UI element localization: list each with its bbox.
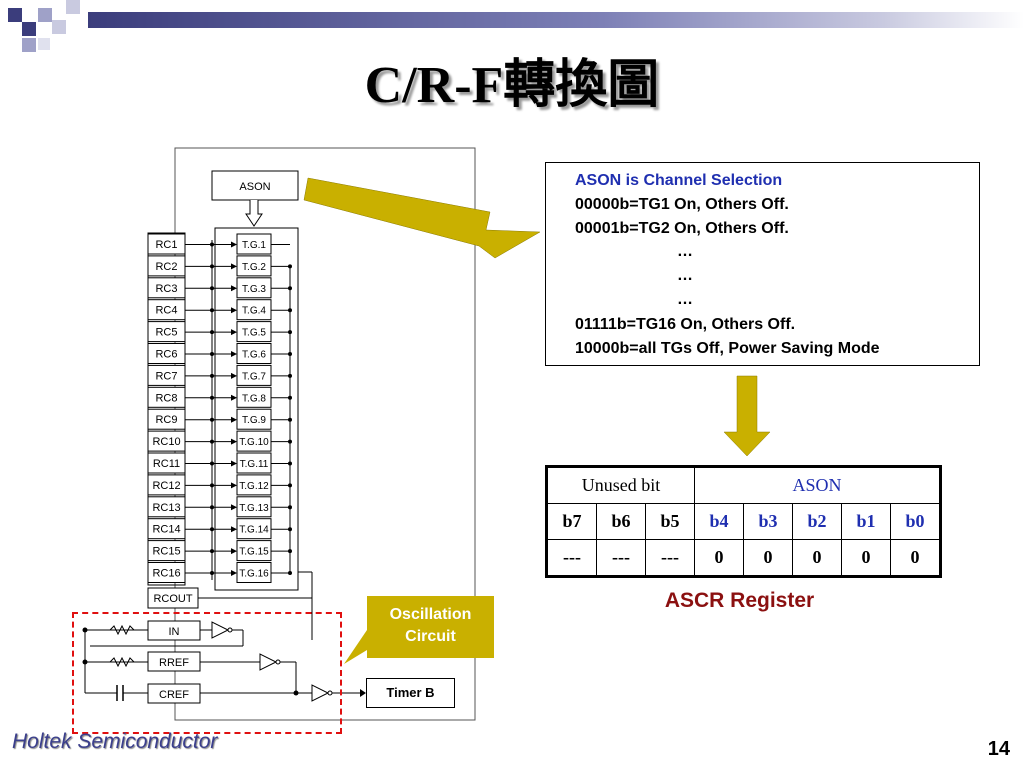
ason-info-box: ASON is Channel Selection 00000b=TG1 On,… — [545, 162, 980, 366]
ason-info-heading: ASON is Channel Selection — [575, 172, 783, 189]
bit-value-b3: 0 — [743, 539, 793, 577]
in-label: IN — [169, 626, 180, 638]
rref-label: RREF — [159, 657, 189, 669]
tg-label: T.G.16 — [239, 569, 269, 580]
ason-info-line2: 00001b=TG2 On, Others Off. — [575, 220, 789, 237]
rc-label: RC6 — [155, 349, 177, 361]
footer-company: Holtek Semiconductor — [12, 730, 218, 753]
tg-group-frame — [214, 227, 299, 591]
bit-value-b5: --- — [645, 539, 695, 577]
tg-label: T.G.7 — [242, 371, 266, 382]
rc-label: RC16 — [152, 568, 180, 580]
tg-label: T.G.12 — [239, 481, 269, 492]
oscillation-line1: Oscillation — [389, 606, 472, 623]
tg-label: T.G.10 — [239, 437, 269, 448]
rc-label: RC15 — [152, 546, 180, 558]
rc-label: RC5 — [155, 327, 177, 339]
ason-down-arrow — [245, 200, 263, 227]
bit-value-b4: 0 — [694, 539, 744, 577]
inverter-3 — [311, 684, 330, 702]
slide-title: C/R-F轉換圖 — [364, 57, 660, 114]
rc-label: RC3 — [155, 283, 177, 295]
bit-label-b2: b2 — [792, 503, 842, 540]
ason-info-line1: 00000b=TG1 On, Others Off. — [575, 196, 789, 213]
oscillation-line2: Circuit — [405, 628, 456, 645]
bit-label-b7: b7 — [546, 503, 597, 540]
tg-label: T.G.2 — [242, 262, 266, 273]
rc-label: RC7 — [155, 370, 177, 382]
tg-label: T.G.11 — [240, 459, 269, 470]
bit-value-b7: --- — [546, 539, 597, 577]
tg-label: T.G.6 — [242, 350, 266, 361]
bit-value-b0: 0 — [890, 539, 941, 577]
rc-label: RC14 — [152, 524, 180, 536]
corner-decoration — [8, 0, 80, 52]
rc-label: RC13 — [152, 502, 180, 514]
rc-label: RC2 — [155, 261, 177, 273]
inverter-2 — [259, 653, 278, 671]
down-arrow-to-table — [723, 375, 771, 457]
ason-info-line3: 01111b=TG16 On, Others Off. — [575, 316, 796, 333]
ason-block-label: ASON — [239, 181, 270, 193]
page-number: 14 — [987, 738, 1010, 760]
rc-label: RC9 — [155, 414, 177, 426]
tg-label: T.G.5 — [242, 328, 266, 339]
tg-label: T.G.8 — [242, 393, 266, 404]
bit-label-b0: b0 — [890, 503, 941, 540]
ason-info-dots-2: … — [677, 267, 693, 284]
oscillation-pointer-arrow — [344, 630, 367, 664]
inverter-1 — [211, 621, 230, 639]
bit-label-b4: b4 — [694, 503, 744, 540]
rc-label: RC12 — [152, 480, 180, 492]
tg-label: T.G.9 — [242, 415, 266, 426]
bit-value-b2: 0 — [792, 539, 842, 577]
tg-label: T.G.4 — [242, 306, 266, 317]
rc-label: RC11 — [153, 458, 180, 470]
rc-label: RC1 — [155, 239, 177, 251]
ascr-register-caption: ASCR Register — [664, 589, 815, 612]
tg-label: T.G.13 — [239, 503, 269, 514]
rc-label: RC8 — [155, 392, 177, 404]
unused-bit-header: Unused bit — [546, 466, 695, 504]
rcout-label: RCOUT — [153, 593, 192, 605]
rc-label: RC4 — [155, 305, 177, 317]
tg-label: T.G.14 — [239, 525, 269, 536]
header-gradient-bar — [88, 12, 1024, 28]
bit-value-b1: 0 — [841, 539, 891, 577]
oscillation-circuit-label: Oscillation Circuit — [367, 596, 494, 658]
ason-info-line4: 10000b=all TGs Off, Power Saving Mode — [575, 340, 880, 357]
rc-label: RC10 — [152, 436, 180, 448]
oscillation-circuit-highlight — [72, 612, 342, 734]
tg-label: T.G.3 — [242, 284, 266, 295]
table-row: Unused bit ASON — [546, 466, 941, 504]
ason-header: ASON — [694, 466, 941, 504]
bit-label-b5: b5 — [645, 503, 695, 540]
bit-label-b1: b1 — [841, 503, 891, 540]
bit-label-b6: b6 — [596, 503, 646, 540]
ason-callout-arrow — [303, 177, 541, 259]
bit-label-b3: b3 — [743, 503, 793, 540]
timer-b-block: Timer B — [366, 678, 455, 708]
ason-info-dots-3: … — [677, 291, 693, 308]
bit-value-b6: --- — [596, 539, 646, 577]
cref-label: CREF — [159, 689, 189, 701]
tg-label: T.G.15 — [239, 547, 269, 558]
tg-label: T.G.1 — [242, 240, 266, 251]
ason-info-dots-1: … — [677, 243, 693, 260]
